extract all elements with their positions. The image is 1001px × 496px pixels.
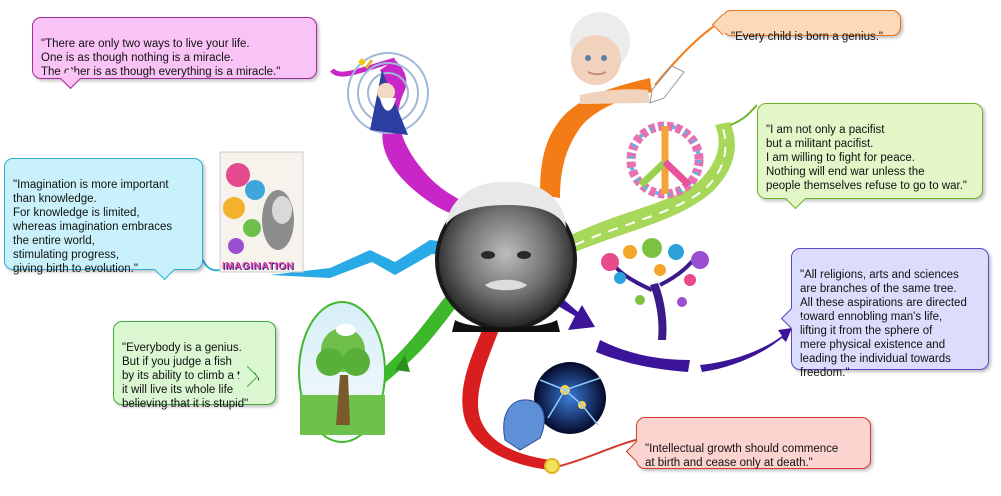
branch-miracle (380, 60, 470, 216)
tree-bird-illustration (298, 301, 386, 443)
quote-bubble-imagination: "Imagination is more important than know… (4, 158, 203, 281)
quote-text: "I am not only a pacifist but a militant… (766, 124, 967, 192)
brain-neurons-image (503, 362, 606, 451)
imagination-artwork (219, 151, 304, 273)
quote-bubble-miracle: "There are only two ways to live your li… (32, 17, 317, 90)
baby-pointing-photo (570, 12, 685, 104)
quote-text: "There are only two ways to live your li… (41, 38, 281, 78)
quote-bubble-pacifist: "I am not only a pacifist but a militant… (757, 103, 983, 210)
branch-pacifist (565, 122, 735, 252)
quote-text: "All religions, arts and sciences are br… (800, 269, 967, 379)
branch-growth (462, 315, 550, 470)
quote-bubble-growth: "Intellectual growth should commence at … (625, 417, 871, 469)
quote-text: "Intellectual growth should commence at … (645, 443, 839, 469)
einstein-portrait (435, 181, 577, 332)
quote-bubble-religions: "All religions, arts and sciences are br… (780, 248, 989, 379)
wizard-illustration (347, 52, 429, 135)
quote-bubble-fish: "Everybody is a genius. But if you judge… (113, 321, 276, 410)
flower-peace-sign (626, 121, 704, 199)
imagination-caption: IMAGINATION (222, 261, 294, 272)
branch-imagination (270, 240, 470, 278)
branch-fish (326, 285, 468, 418)
quote-text: "Imagination is more important than know… (13, 179, 173, 275)
quote-bubble-genius-child: "Every child is born a genius." (711, 10, 901, 43)
quote-text: "Every child is born a genius." (731, 31, 883, 43)
decorative-tree (601, 238, 709, 340)
